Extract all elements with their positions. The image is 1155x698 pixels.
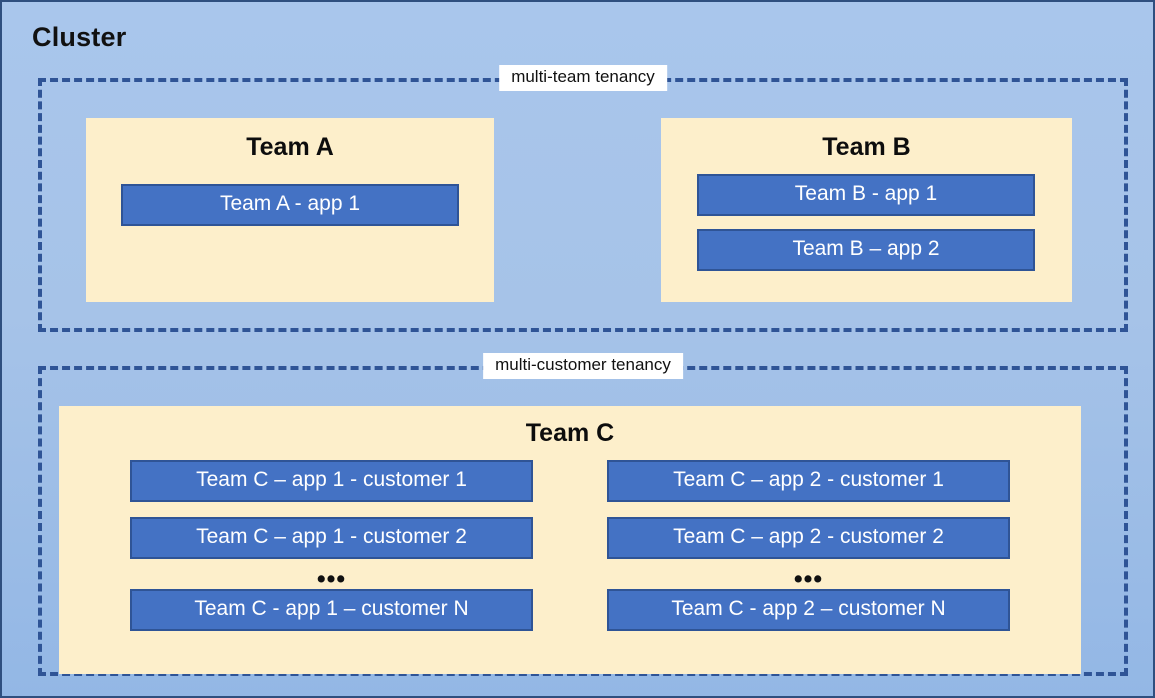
app-box-team-c-app-1-customer-1[interactable]: Team C – app 1 - customer 1: [130, 459, 533, 502]
team-b-heading: Team B: [822, 133, 911, 161]
team-c-app-2-column: Team C – app 2 - customer 1 Team C – app…: [607, 459, 1010, 631]
multi-team-tenancy-group: multi-team tenancy: [38, 65, 1128, 332]
app-box-team-c-app-2-customer-n[interactable]: Team C - app 2 – customer N: [607, 588, 1010, 631]
app-box-team-c-app-1-customer-n[interactable]: Team C - app 1 – customer N: [130, 588, 533, 631]
team-b-app-list: Team B - app 1 Team B – app 2: [697, 173, 1035, 271]
team-c-app-2-ellipsis: •••: [793, 564, 824, 593]
multi-customer-tenancy-group: multi-customer tenancy: [38, 353, 1128, 676]
app-box-team-c-app-2-customer-1[interactable]: Team C – app 2 - customer 1: [607, 459, 1010, 502]
app-box-team-b-app-1[interactable]: Team B - app 1: [697, 173, 1035, 216]
team-c-panel: Team C Team C – app 1 - customer 1 Team …: [59, 406, 1081, 674]
cluster-title: Cluster: [32, 22, 127, 52]
app-box-team-c-app-2-customer-2[interactable]: Team C – app 2 - customer 2: [607, 516, 1010, 559]
team-c-app-1-ellipsis: •••: [316, 564, 347, 593]
multi-team-tenancy-label: multi-team tenancy: [499, 65, 667, 91]
team-a-panel: Team A Team A - app 1: [86, 118, 494, 302]
app-box-team-a-app-1[interactable]: Team A - app 1: [121, 183, 459, 226]
team-a-heading: Team A: [246, 133, 334, 161]
team-c-heading: Team C: [525, 419, 615, 447]
multi-customer-tenancy-label: multi-customer tenancy: [483, 353, 683, 379]
team-a-app-list: Team A - app 1: [121, 183, 459, 226]
team-b-panel: Team B Team B - app 1 Team B – app 2: [661, 118, 1072, 302]
app-box-team-b-app-2[interactable]: Team B – app 2: [697, 228, 1035, 271]
team-c-app-1-column: Team C – app 1 - customer 1 Team C – app…: [130, 459, 533, 631]
app-box-team-c-app-1-customer-2[interactable]: Team C – app 1 - customer 2: [130, 516, 533, 559]
team-c-columns: Team C – app 1 - customer 1 Team C – app…: [130, 459, 1010, 631]
